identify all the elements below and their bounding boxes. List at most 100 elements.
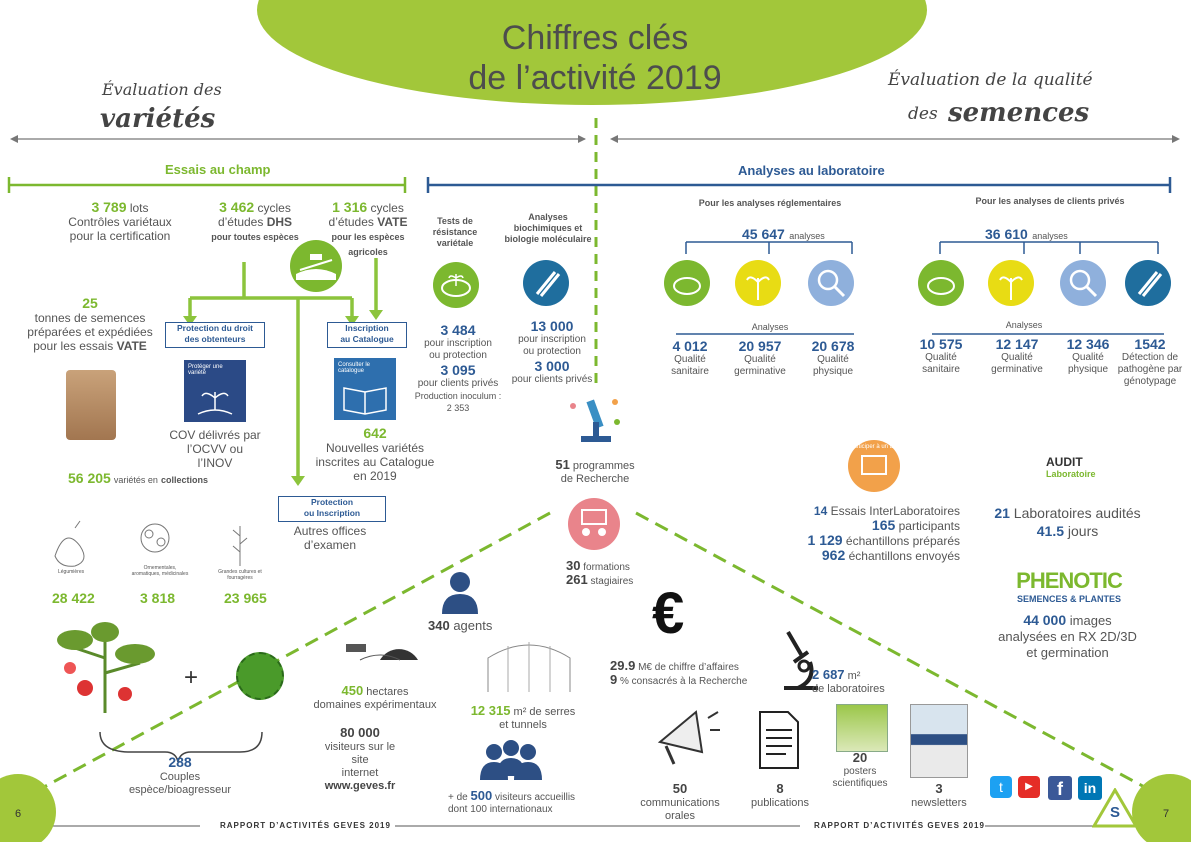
page-number-left: 6 [15, 808, 22, 820]
collection-sketches [54, 520, 248, 567]
microscope-icon [570, 399, 620, 442]
comm-block: 50 communications orales [640, 781, 720, 822]
pipette-icon [523, 260, 569, 306]
accueil-block: + de 500 visiteurs accueillis dont 100 i… [448, 788, 576, 815]
greenhouse-icon [487, 642, 571, 692]
dhs-block: 3 462 cycles d’études DHS pour toutes es… [211, 199, 299, 242]
biochem-stats: 13 000 pour inscription ou protection 3 … [511, 318, 593, 385]
tomato-plant-icon [57, 622, 155, 713]
document-icon [759, 711, 799, 769]
page-title-line2: de l’activité 2019 [468, 59, 722, 97]
geves-logo-letter: S [1109, 804, 1120, 821]
petri-dish-icon [433, 262, 479, 308]
protect-variety-image: Protéger une variété [184, 360, 246, 422]
right-heading-mid: des [908, 104, 938, 124]
priv-title: Pour les analyses de clients privés [975, 196, 1125, 206]
box-protection: Protection du droit des obtenteurs [165, 322, 265, 348]
box-protection-inscription: Protection ou Inscription [278, 496, 386, 522]
seed-bag-icon [66, 370, 116, 440]
priv-total: 36 610 analyses [985, 226, 1068, 242]
left-heading-big: variétés [100, 104, 216, 134]
lab-microscope-icon [784, 630, 818, 690]
right-heading-big: semences [948, 98, 1090, 128]
facebook-icon[interactable]: f [1048, 776, 1072, 800]
visitors-group-icon [480, 740, 542, 780]
box-inscription: Inscription au Catalogue [327, 322, 407, 348]
sanitary-icon [664, 260, 710, 306]
priv-sanitary-icon [918, 260, 964, 306]
cov-text: COV délivrés par l’OCVV ou l’INOV [169, 428, 261, 470]
gc-num: 23 965 [224, 590, 267, 606]
phenotic-block: 44 000 images analysées en RX 2D/3D et g… [998, 612, 1137, 660]
leg-num: 28 422 [52, 590, 95, 606]
linkedin-icon[interactable]: in [1078, 776, 1102, 800]
audit-block: 21 Laboratoires audités 41.5 jours [994, 505, 1141, 539]
right-heading-small: Évaluation de la qualité [888, 70, 1093, 90]
ha-block: 450 hectares domaines expérimentaux [313, 683, 437, 711]
regl-sub: Analyses [751, 322, 789, 332]
orn-label: Ornementales, aromatiques, médicinales [131, 565, 189, 577]
regl-title: Pour les analyses réglementaires [698, 198, 842, 208]
youtube-icon[interactable]: ▶ [1018, 776, 1040, 798]
left-heading-small: Évaluation des [102, 80, 222, 99]
vate-block: 1 316 cycles d’études VATE pour les espè… [328, 199, 408, 257]
visitors-block: 80 000 visiteurs sur le site internet ww… [324, 725, 396, 792]
twitter-icon[interactable]: t [990, 776, 1012, 798]
couples-block: 288 Couples espèce/bioagresseur [128, 754, 232, 796]
finance-block: 29.9 M€ de chiffre d’affaires 9 % consac… [610, 658, 748, 687]
pathogen-icon [236, 652, 284, 700]
labs-block: 2 687 m² de laboratoires [812, 667, 885, 695]
lab-section-title: Analyses au laboratoire [738, 163, 885, 178]
priv-pipette-icon [1125, 260, 1171, 306]
posters-image [836, 704, 888, 752]
geves-logo-icon [1092, 788, 1138, 828]
agent-icon [442, 572, 478, 614]
biochem-title: Analyses biochimiques et biologie molécu… [504, 212, 592, 244]
leg-label: Légumières [58, 569, 85, 575]
gc-label: Grandes cultures et fourragères [218, 569, 262, 581]
plus-sign: + [184, 664, 199, 691]
priv-germination-icon [988, 260, 1034, 306]
collections-block: 56 205 variétés en collections [68, 470, 208, 486]
field-icon [290, 240, 342, 292]
resistance-stats: 3 484 pour inscription ou protection 3 0… [414, 322, 502, 413]
page-title-line1: Chiffres clés [501, 19, 689, 57]
priv-sub: Analyses [1005, 320, 1043, 330]
new-varieties-block: 642 Nouvelles variétés inscrites au Cata… [315, 425, 435, 483]
resistance-title: Tests de résistance variétale [432, 216, 478, 248]
seeds-block: 25 tonnes de semences préparées et expéd… [27, 295, 153, 353]
footer-report-left: RAPPORT D’ACTIVITÉS GEVES 2019 [220, 821, 391, 830]
serres-block: 12 315 m² de serres et tunnels [470, 703, 576, 731]
page-number-right: 7 [1163, 808, 1170, 820]
priv-magnifier-icon [1060, 260, 1106, 306]
audit-logo: AUDIT Laboratoire [1046, 455, 1096, 479]
training-icon [568, 498, 620, 550]
interlab-stats: 14 Essais InterLaboratoires 165 particip… [807, 504, 960, 563]
research-block: 51 programmes de Recherche [555, 457, 635, 485]
phenotic-logo: PHENOTIC SEMENCES & PLANTES [1016, 568, 1123, 604]
megaphone-icon [657, 710, 720, 765]
field-section-title: Essais au champ [165, 162, 271, 177]
offices-text: Autres offices d’examen [293, 524, 367, 552]
magnifier-icon [808, 260, 854, 306]
lots-block: 3 789 lots Contrôles variétaux pour la c… [68, 199, 172, 243]
euro-icon: € [652, 581, 685, 646]
regl-total: 45 647 analyses [742, 226, 825, 242]
catalog-image: Consulter le catalogue [334, 358, 396, 420]
orn-num: 3 818 [140, 590, 176, 606]
agents-block: 340 agents [428, 618, 493, 633]
farm-landscape-icon [346, 644, 418, 661]
newsletters-image [910, 704, 968, 778]
training-block: 30 formations 261 stagiaires [566, 558, 634, 587]
